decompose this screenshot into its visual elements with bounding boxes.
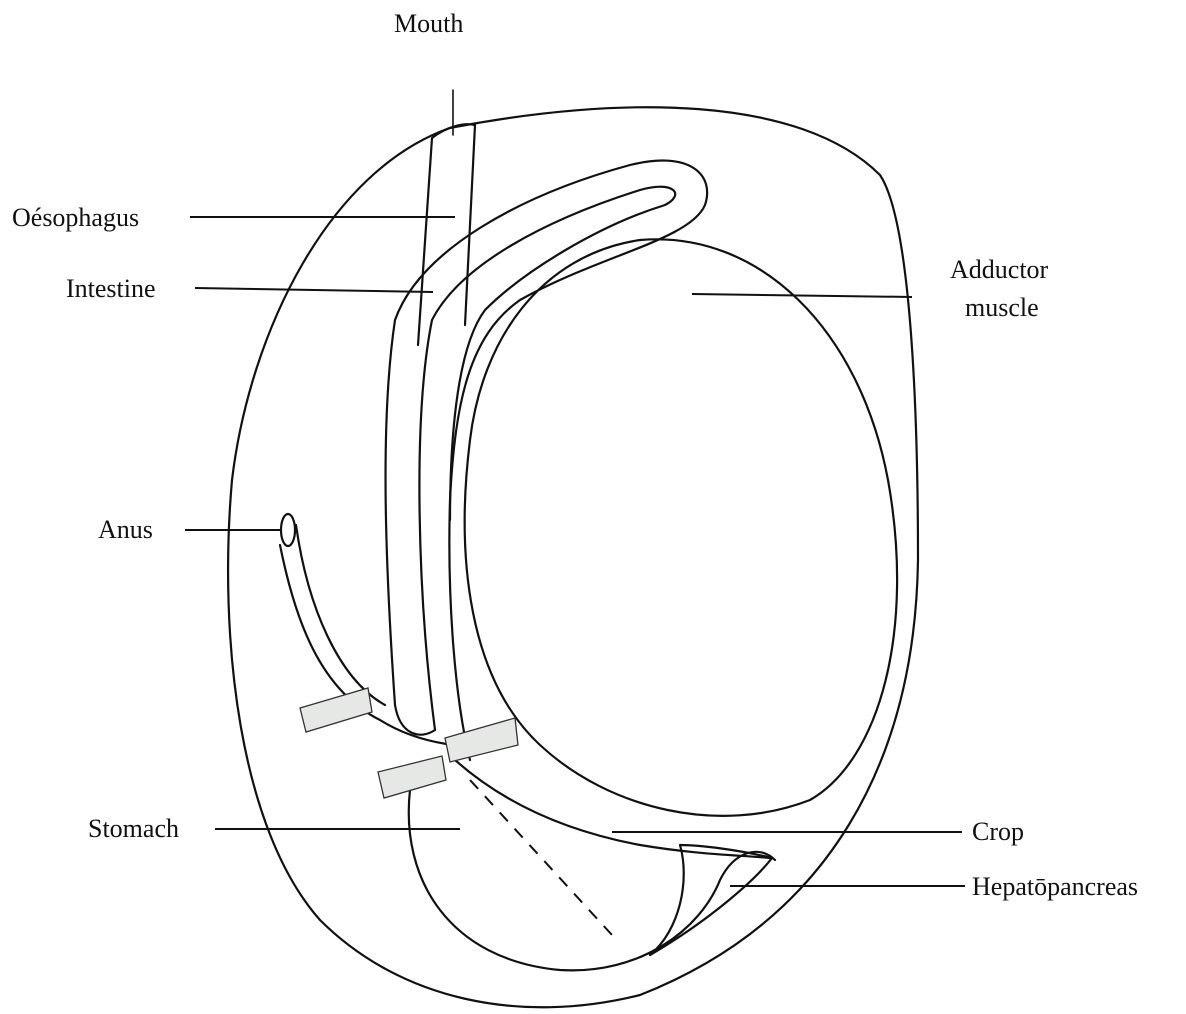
band-2 (445, 718, 518, 762)
label-hepatopancreas: Hepatōpancreas (972, 872, 1138, 901)
shell-outline (228, 107, 918, 1007)
label-mouth: Mouth (394, 9, 463, 38)
leader-adductor (692, 294, 912, 297)
leader-intestine (195, 288, 433, 292)
label-intestine: Intestine (66, 274, 156, 303)
label-oesophagus: Oésophagus (12, 203, 139, 232)
intestine-inner-wall (419, 187, 675, 730)
crop-outline (455, 760, 770, 858)
band-1 (300, 688, 372, 732)
adductor-muscle (465, 239, 897, 816)
hepatopancreas-shape (650, 845, 772, 955)
stomach-body (409, 790, 775, 970)
oesophagus-tube (418, 124, 475, 345)
label-anus: Anus (98, 515, 153, 544)
band-3 (378, 756, 446, 798)
stomach-dashed-line (470, 780, 612, 935)
label-crop: Crop (972, 817, 1024, 846)
label-stomach: Stomach (88, 814, 179, 843)
anus-opening (281, 514, 295, 546)
label-adductor-line1: Adductor (950, 255, 1049, 284)
intestine-outer-wall (386, 161, 708, 760)
label-adductor-line2: muscle (965, 293, 1039, 322)
